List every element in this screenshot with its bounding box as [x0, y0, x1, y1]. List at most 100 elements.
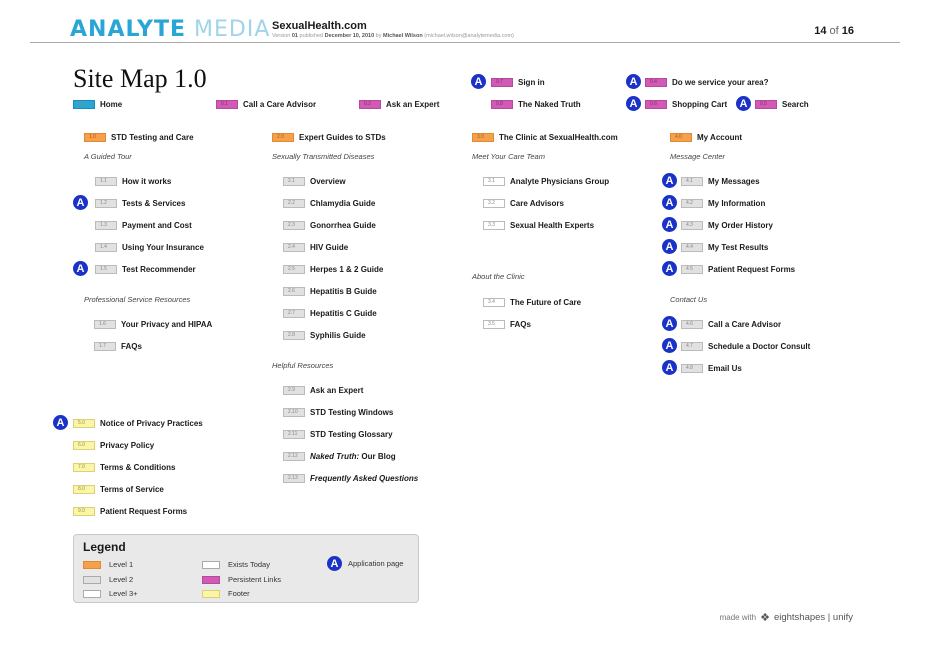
legend-label: Footer [228, 589, 250, 598]
node-label: Care Advisors [510, 198, 564, 208]
node-number: 4.4 [681, 242, 703, 252]
node-number: 2.3 [283, 220, 305, 230]
node-4-4[interactable]: 4.4 My Test Results [681, 240, 768, 254]
node-2-6[interactable]: 2.6 Hepatitis B Guide [283, 284, 377, 298]
by-text: by [374, 33, 384, 39]
node-number: 8.0 [73, 484, 95, 494]
node-label-rest: Our Blog [359, 451, 396, 461]
legend-swatch [202, 589, 220, 598]
node-number: 0.0 [73, 99, 95, 109]
page-counter: 14 of 16 [814, 25, 854, 37]
node-number: 1.7 [94, 341, 116, 351]
node-number: 2.1 [283, 176, 305, 186]
legend-label: Level 1 [109, 560, 134, 569]
node-label: My Test Results [708, 242, 769, 252]
node-1-3[interactable]: 1.3 Payment and Cost [95, 218, 192, 232]
node-2-1[interactable]: 2.1 Overview [283, 174, 346, 188]
section-heading: Sexually Transmitted Diseases [272, 152, 375, 161]
application-page-badge: A [662, 239, 677, 254]
node-number: 0.7 [491, 77, 513, 87]
node-label: Payment and Cost [122, 220, 192, 230]
node-number: 2.2 [283, 198, 305, 208]
page-of: of [826, 25, 842, 37]
legend-label: Persistent Links [228, 575, 281, 584]
application-page-badge: A [327, 556, 342, 571]
section-heading: Meet Your Care Team [472, 152, 545, 161]
node-label: Hepatitis B Guide [310, 286, 377, 296]
node-label: Home [100, 99, 123, 109]
node-label: Using Your Insurance [122, 242, 204, 252]
application-page-badge: A [662, 195, 677, 210]
node-label: Terms of Service [100, 484, 164, 494]
node-label: HIV Guide [310, 242, 349, 252]
footer-link-terms-service[interactable]: 8.0 Terms of Service [73, 482, 164, 496]
legend-swatch [202, 560, 220, 569]
node-label: Call a Care Advisor [708, 319, 782, 329]
node-number: 2.5 [283, 264, 305, 274]
node-number: 2.6 [283, 286, 305, 296]
node-number: 3.0 [472, 132, 494, 142]
node-label: Hepatitis C Guide [310, 308, 377, 318]
version-prefix: Version [272, 33, 292, 39]
node-number: 4.0 [670, 132, 692, 142]
legend-persistent: Persistent Links [202, 575, 281, 584]
node-number: 1.2 [95, 198, 117, 208]
persistent-link-home[interactable]: 0.0 Home [73, 97, 122, 111]
node-label: Overview [310, 176, 346, 186]
node-number: 0.6 [645, 99, 667, 109]
node-label: STD Testing Glossary [310, 429, 393, 439]
node-number: 1.3 [95, 220, 117, 230]
document-title: SexualHealth.com [272, 20, 367, 32]
node-number: 4.5 [681, 264, 703, 274]
legend-exists: Exists Today [202, 560, 270, 569]
node-number: 3.1 [483, 176, 505, 186]
node-number: 0.4 [645, 77, 667, 87]
brand-text: eightshapes | unify [773, 612, 853, 623]
